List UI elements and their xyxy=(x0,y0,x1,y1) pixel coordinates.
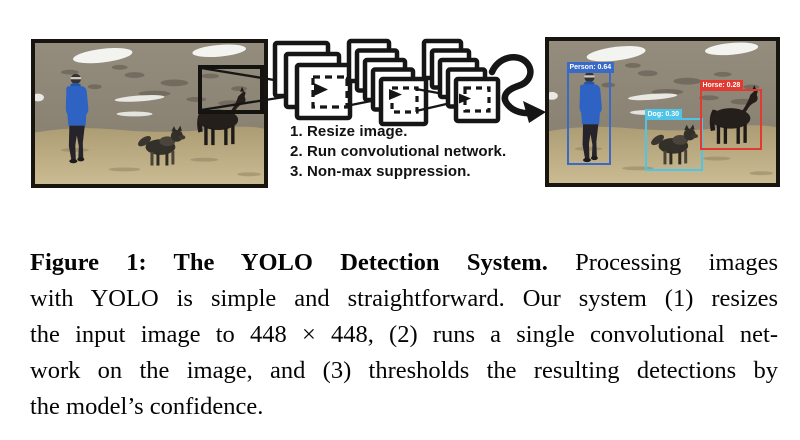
caption-line-4: work on the image, and (3) thresholds th… xyxy=(30,357,778,384)
detection-box-horse: Horse: 0.28 xyxy=(699,80,762,150)
detection-box-dog: Dog: 0.30 xyxy=(644,109,703,171)
projection-arrowhead-3 xyxy=(459,93,471,104)
caption-line-5: the model’s confidence. xyxy=(30,393,264,420)
caption-text: Processing images xyxy=(547,249,778,276)
conv-feature-stack-3 xyxy=(421,38,501,124)
figure-caption: Figure 1: The YOLO Detection System. Pro… xyxy=(30,245,778,425)
step-item-3: 3. Non-max suppression. xyxy=(290,163,471,180)
projection-lines-3 xyxy=(415,87,467,113)
detection-box-person: Person: 0.64 xyxy=(566,62,615,165)
caption-line-1: Figure 1: The YOLO Detection System. Pro… xyxy=(30,245,778,281)
dog-figure xyxy=(138,125,186,166)
conv-feature-stack-1 xyxy=(272,40,353,121)
detection-label-dog: Dog: 0.30 xyxy=(644,109,683,120)
snow-patches xyxy=(35,44,246,117)
projection-arrowhead-2 xyxy=(389,89,402,100)
projection-lines-2 xyxy=(345,76,397,108)
caption-line-3: the input image to 448 × 448, (2) runs a… xyxy=(30,321,778,348)
detection-label-person: Person: 0.64 xyxy=(566,62,615,73)
output-image: Person: 0.64 Dog: 0.30 Horse: 0.28 xyxy=(545,37,780,187)
caption-line-2: with YOLO is simple and straightforward.… xyxy=(30,285,778,312)
conv-feature-stack-2 xyxy=(346,38,429,127)
field-photo-svg xyxy=(35,43,264,184)
step-item-1: 1. Resize image. xyxy=(290,123,408,140)
person-figure xyxy=(65,73,89,164)
step-item-2: 2. Run convolutional network. xyxy=(290,143,507,160)
projection-arrowhead-1 xyxy=(314,83,328,96)
input-image xyxy=(31,39,268,188)
field-scene xyxy=(35,43,264,184)
figure-label: Figure 1: The YOLO Detection System. xyxy=(30,249,548,276)
curved-arrow-icon xyxy=(488,54,546,123)
detection-label-horse: Horse: 0.28 xyxy=(699,80,744,91)
steps-list: 1. Resize image. 2. Run convolutional ne… xyxy=(290,122,506,182)
